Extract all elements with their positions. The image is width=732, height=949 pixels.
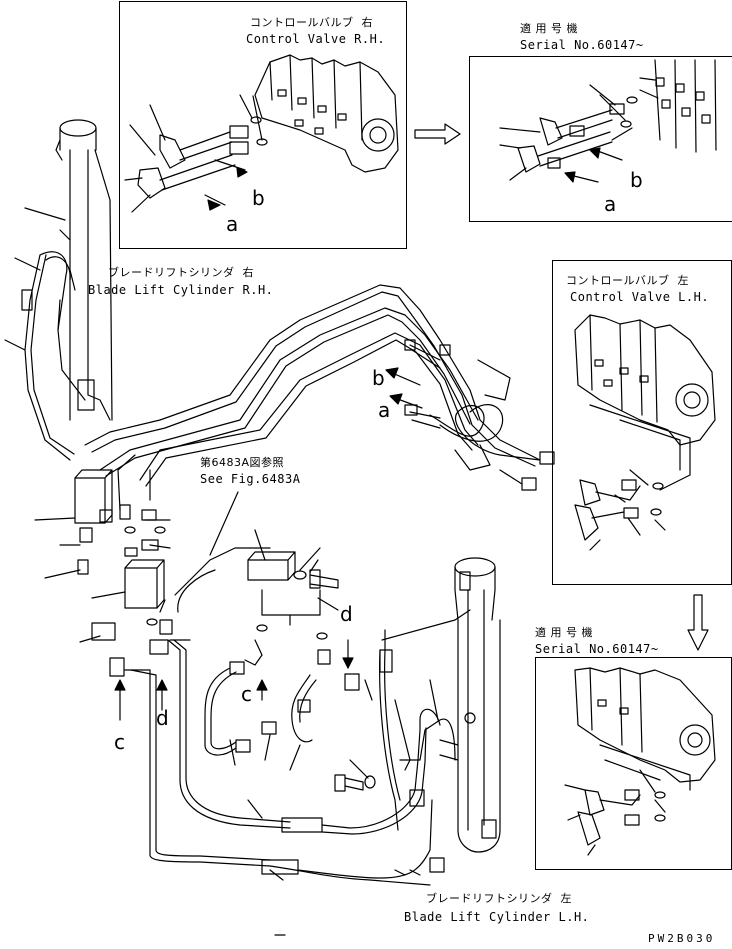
control-valve-rh-label-jp: コントロールバルブ 右 xyxy=(250,16,373,29)
bottom-leaders xyxy=(247,529,439,936)
lower-hoses xyxy=(124,609,471,886)
main-pipe-bundle xyxy=(84,284,541,511)
serial-bottom-label-en: Serial No.60147~ xyxy=(535,642,659,656)
callout-b-serial-top: b xyxy=(630,168,643,192)
blade-lift-cylinder-rh-label-en: Blade Lift Cylinder R.H. xyxy=(88,283,274,297)
callout-c-left: c xyxy=(114,730,125,754)
left-leaders xyxy=(4,207,191,643)
main-arrows-ab xyxy=(385,367,423,409)
center-fittings xyxy=(229,551,360,753)
callout-b-main: b xyxy=(372,366,385,390)
serial-bottom-valve xyxy=(564,667,716,856)
callout-d-center: d xyxy=(340,602,353,626)
control-valve-rh-label-en: Control Valve R.H. xyxy=(246,32,386,46)
blade-lift-cylinder-lh xyxy=(439,557,501,853)
lower-bolt xyxy=(334,774,376,792)
control-valve-lh-label-jp: コントロールバルブ 左 xyxy=(566,274,689,287)
fig-reference-label-en: See Fig.6483A xyxy=(200,472,301,486)
inset-control-valve-rh xyxy=(119,1,407,249)
junction-blocks xyxy=(74,469,173,677)
serial-top-label-en: Serial No.60147~ xyxy=(520,38,644,52)
control-valve-lh-label-en: Control Valve L.H. xyxy=(570,290,710,304)
callout-a-serial-top: a xyxy=(604,192,617,216)
callout-c-center: c xyxy=(241,682,252,706)
ref-hose xyxy=(177,569,216,613)
rh-fittings xyxy=(137,116,268,199)
blade-lift-cylinder-rh xyxy=(55,119,113,421)
fig-reference-label-jp: 第6483A図参照 xyxy=(200,456,285,469)
drawing-code: PW2B030 xyxy=(648,932,716,945)
blade-lift-cylinder-lh-label-en: Blade Lift Cylinder L.H. xyxy=(404,910,590,924)
lh-fittings xyxy=(574,469,666,551)
rh-hoses xyxy=(21,251,86,461)
hose-loop-lh xyxy=(404,339,555,491)
transition-arrow-down xyxy=(687,594,709,651)
control-valve-rh-body xyxy=(254,54,399,173)
callout-a-rh: a xyxy=(226,212,239,236)
callout-b-rh: b xyxy=(252,186,265,210)
blade-lift-cylinder-rh-label-jp: ブレードリフトシリンダ 右 xyxy=(108,266,254,279)
control-valve-lh-body xyxy=(574,314,716,491)
rh-leaders xyxy=(124,94,263,213)
serial-top-valve xyxy=(499,59,717,183)
transition-arrow-right xyxy=(414,123,461,145)
serial-bottom-label-jp: 適 用 号 機 xyxy=(535,626,593,639)
inset-serial-top xyxy=(469,56,732,222)
ref-fig-leader xyxy=(174,491,271,596)
callout-d-left: d xyxy=(156,706,169,730)
blade-lift-cylinder-lh-label-jp: ブレードリフトシリンダ 左 xyxy=(426,892,572,905)
callout-a-main: a xyxy=(378,398,391,422)
callout-arrows-cd xyxy=(114,639,354,721)
serial-top-label-jp: 適 用 号 機 xyxy=(520,22,578,35)
